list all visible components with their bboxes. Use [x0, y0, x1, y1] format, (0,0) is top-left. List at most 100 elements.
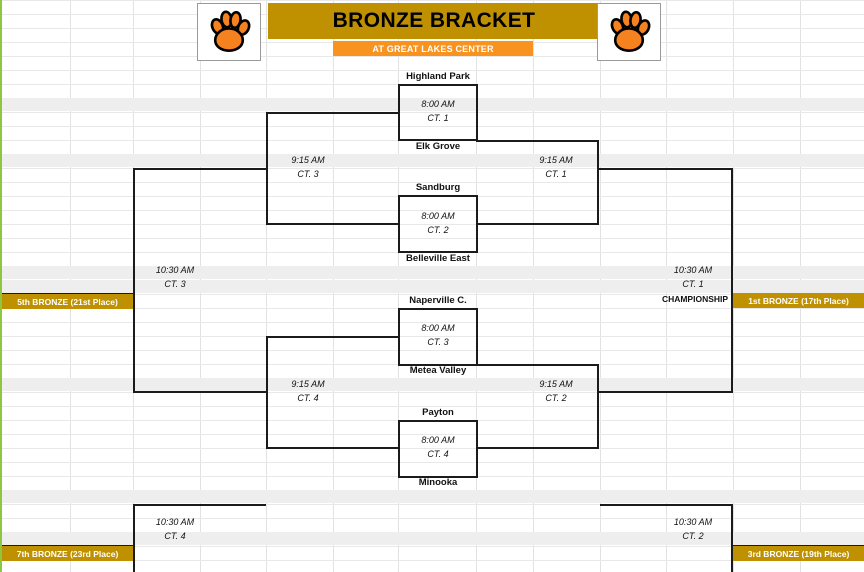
r1m1-line-top — [398, 84, 478, 86]
grid-row-line — [0, 322, 864, 323]
r2l1-line-bottom — [266, 223, 399, 225]
r2m1-time: 9:15 AM — [539, 155, 573, 165]
grid-shaded-row — [0, 490, 864, 503]
championship-label: CHAMPIONSHIP — [661, 294, 729, 304]
third-court: CT. 2 — [682, 531, 704, 541]
r1m3-time: 8:00 AM — [421, 323, 455, 333]
r1m1-line-right — [476, 84, 478, 141]
grid-row-line — [0, 392, 864, 393]
team-slot-7: Payton — [422, 407, 454, 418]
r1m2-line-bottom — [398, 251, 478, 253]
fifth-time: 10:30 AM — [155, 265, 195, 275]
grid-row-line — [0, 504, 864, 505]
r2l2-time: 9:15 AM — [291, 379, 325, 389]
r1m1-time: 8:00 AM — [421, 99, 455, 109]
grid-shaded-row — [0, 532, 864, 545]
grid-row-line — [0, 406, 864, 407]
fifth-line-bottom — [133, 391, 266, 393]
seventh-line-left — [133, 504, 135, 572]
third-line-right — [731, 504, 733, 572]
grid-row-line — [0, 210, 864, 211]
grid-shaded-row — [0, 98, 864, 111]
r2m1-line-right — [597, 140, 599, 225]
r1m1-line-bottom — [398, 139, 478, 141]
r2m1-line-bottom — [476, 223, 599, 225]
grid-row-line — [0, 294, 864, 295]
grid-row-line — [0, 112, 864, 113]
r1m2-court: CT. 2 — [427, 225, 449, 235]
r1m3-line-right — [476, 308, 478, 365]
r2l2-line-top — [266, 336, 399, 338]
placement-third: 3rd BRONZE (19th Place) — [733, 546, 864, 561]
grid-row-line — [0, 448, 864, 449]
seventh-time: 10:30 AM — [155, 517, 195, 527]
r1m3-line-bottom — [398, 364, 478, 366]
grid-row-line — [0, 0, 864, 1]
team-slot-5: Naperville C. — [409, 295, 467, 306]
sheet-left-edge-marker — [0, 0, 2, 572]
grid-shaded-row — [0, 266, 864, 279]
placement-first-label: 1st BRONZE (17th Place) — [748, 295, 849, 306]
final-court: CT. 1 — [682, 279, 704, 289]
r2m1-line-top — [476, 140, 599, 142]
r1m2-line-top — [398, 195, 478, 197]
final-time: 10:30 AM — [673, 265, 713, 275]
grid-row-line — [0, 224, 864, 225]
grid-row-line — [0, 238, 864, 239]
r1m4-line-left — [398, 420, 400, 477]
r2m2-court: CT. 2 — [545, 393, 567, 403]
third-time: 10:30 AM — [673, 517, 713, 527]
r1m1-line-left — [398, 84, 400, 141]
final-line-top — [597, 168, 733, 170]
fifth-line-top — [133, 168, 266, 170]
r2l1-line-left — [266, 112, 268, 225]
grid-row-line — [0, 70, 864, 71]
tiger-paw-logo-left-icon — [197, 3, 261, 61]
r1m4-time: 8:00 AM — [421, 435, 455, 445]
tiger-paw-logo-right-icon — [597, 3, 661, 61]
r2m2-line-top — [476, 364, 599, 366]
venue-label: AT GREAT LAKES CENTER — [372, 43, 494, 54]
r2m2-time: 9:15 AM — [539, 379, 573, 389]
r2m2-line-bottom — [476, 447, 599, 449]
placement-third-label: 3rd BRONZE (19th Place) — [747, 548, 850, 559]
grid-row-line — [0, 168, 864, 169]
team-slot-3: Sandburg — [415, 182, 461, 193]
grid-row-line — [0, 126, 864, 127]
team-slot-2: Elk Grove — [415, 141, 461, 152]
placement-seventh: 7th BRONZE (23rd Place) — [2, 546, 133, 561]
team-slot-1: Highland Park — [406, 71, 470, 82]
grid-row-line — [0, 462, 864, 463]
placement-seventh-label: 7th BRONZE (23rd Place) — [16, 548, 119, 559]
r2l1-court: CT. 3 — [297, 169, 319, 179]
r1m4-court: CT. 4 — [427, 449, 449, 459]
fifth-line-left — [133, 168, 135, 393]
fifth-court: CT. 3 — [164, 279, 186, 289]
bracket-title-banner: BRONZE BRACKET — [268, 3, 600, 39]
r1m1-court: CT. 1 — [427, 113, 449, 123]
seventh-line-top — [133, 504, 266, 506]
placement-fifth-label: 5th BRONZE (21st Place) — [17, 296, 118, 307]
r2l2-line-bottom — [266, 447, 399, 449]
r1m3-court: CT. 3 — [427, 337, 449, 347]
grid-row-line — [0, 560, 864, 561]
r1m2-time: 8:00 AM — [421, 211, 455, 221]
r2l1-line-top — [266, 112, 399, 114]
grid-shaded-row — [0, 378, 864, 391]
r1m4-line-top — [398, 420, 478, 422]
seventh-court: CT. 4 — [164, 531, 186, 541]
final-line-right — [731, 168, 733, 393]
r1m3-line-left — [398, 308, 400, 365]
grid-row-line — [0, 434, 864, 435]
r2l1-time: 9:15 AM — [291, 155, 325, 165]
grid-row-line — [0, 518, 864, 519]
grid-row-line — [0, 182, 864, 183]
r2l2-court: CT. 4 — [297, 393, 319, 403]
r1m3-line-top — [398, 308, 478, 310]
r2m2-line-right — [597, 364, 599, 449]
r1m4-line-bottom — [398, 476, 478, 478]
team-slot-6: Metea Valley — [409, 365, 467, 376]
final-line-bottom — [597, 391, 733, 393]
r1m2-line-left — [398, 195, 400, 252]
